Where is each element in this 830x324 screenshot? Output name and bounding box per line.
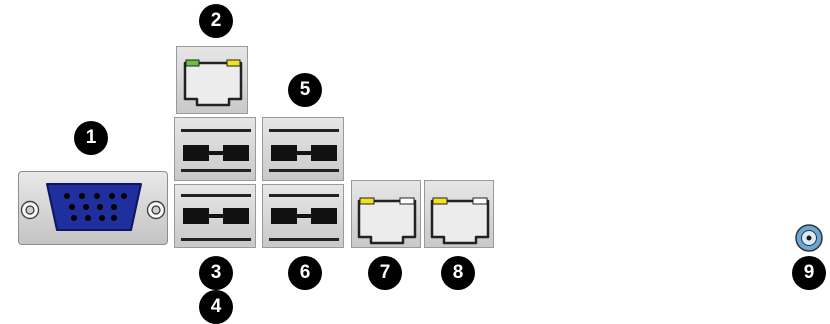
usb-port-5 [262,117,344,181]
callout-4: 4 [199,290,233,324]
callout-9: 9 [792,256,826,290]
usb-port-3 [174,117,256,181]
vga-screw-right-icon [146,200,166,220]
usb-port-4 [174,184,256,248]
usb-port-icon [269,129,339,172]
usb-port-icon [181,194,251,241]
callout-3: 3 [199,256,233,290]
rj45-port-icon [357,197,417,245]
callout-6: 6 [288,256,322,290]
usb-port-icon [269,194,339,241]
vga-screw-left-icon [20,200,40,220]
lan-port-top [176,46,248,114]
callout-5: 5 [288,73,322,107]
callout-2: 2 [199,4,233,38]
lan-port-7 [351,180,421,248]
lan-port-8 [424,180,494,248]
callout-1: 1 [74,121,108,155]
callout-7: 7 [368,256,402,290]
usb-port-icon [181,129,251,172]
rj45-port-icon [430,197,490,245]
rj45-port-icon [183,59,243,107]
vga-connector-icon [46,183,142,231]
usb-port-6 [262,184,344,248]
callout-8: 8 [441,256,475,290]
audio-jack-icon [795,224,823,252]
